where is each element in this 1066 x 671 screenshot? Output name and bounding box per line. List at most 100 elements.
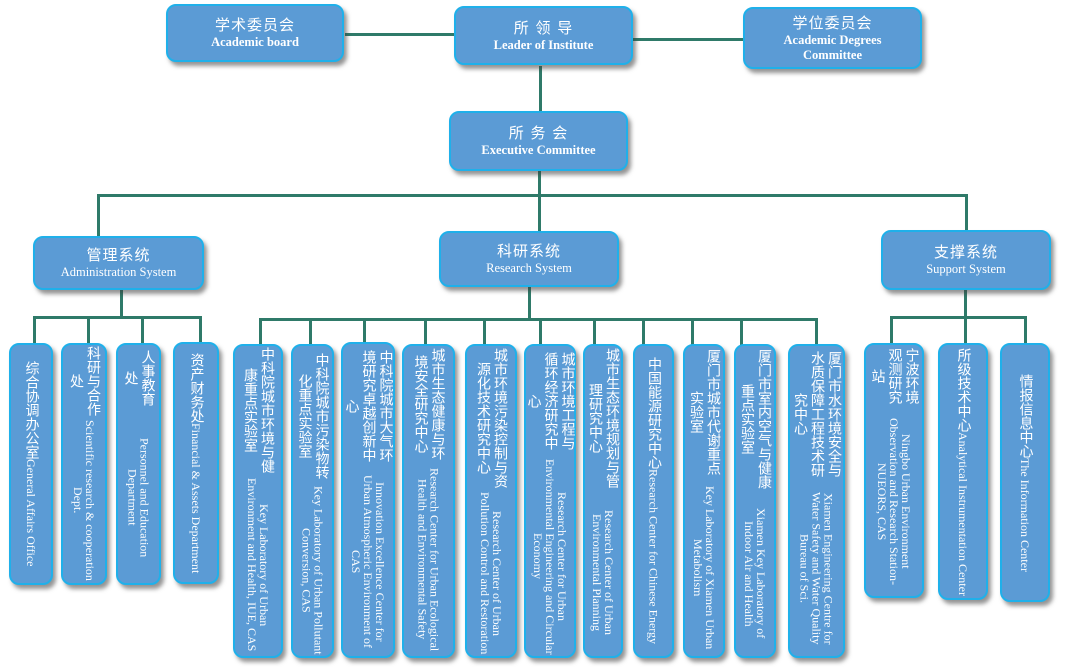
connector-admin-1 xyxy=(33,316,36,344)
admin-unit-box: 人事教育处 Personnel and Education Department xyxy=(116,343,161,585)
unit-en: Key Laboratory of Xiamen Urban Metabolis… xyxy=(691,485,717,650)
administration-system-box: 管理系统 Administration System xyxy=(33,236,204,290)
connector-support-3 xyxy=(1024,316,1027,344)
unit-en: Analytical Instrumentation Center xyxy=(956,431,970,596)
unit-en: Key Laboratory of Urban Pollutant Conver… xyxy=(299,486,326,656)
unit-en: Innovation Excellence Center for Urban A… xyxy=(349,475,387,649)
leader-box: 所 领 导 Leader of Institute xyxy=(454,6,633,65)
connector-research-5 xyxy=(483,318,486,346)
support-system-box: 支撑系统 Support System xyxy=(881,230,1051,290)
unit-en: Research Center for Chinese Energy xyxy=(646,469,661,645)
unit-zh: 城市生态健康与环境安全研究中心 xyxy=(412,348,446,461)
unit-zh: 科研与合作处 xyxy=(68,346,101,417)
research-system-zh: 科研系统 xyxy=(496,242,561,260)
unit-zh: 厦门市城市代谢重点实验室 xyxy=(688,349,721,476)
academic-board-en: Academic board xyxy=(211,35,299,49)
unit-zh: 人事教育处 xyxy=(122,350,156,407)
support-system-en: Support System xyxy=(926,262,1006,276)
research-unit-box: 城市生态环境规划与管理研究中心 Research Center of Urban … xyxy=(583,344,623,658)
leader-zh: 所 领 导 xyxy=(513,18,574,37)
research-unit-box: 厦门市室内空气与健康重点实验室 Xiamen Key Laboratory of … xyxy=(734,344,776,658)
admin-system-en: Administration System xyxy=(60,265,177,279)
connector-leader-executive xyxy=(539,66,542,112)
connector-research-8 xyxy=(642,318,645,346)
support-system-zh: 支撑系统 xyxy=(933,243,998,261)
unit-en: Research Center for Urban Ecological Hea… xyxy=(415,467,442,652)
academic-degrees-en: Academic Degrees Committee xyxy=(783,32,882,62)
research-unit-box: 厦门市城市代谢重点实验室 Key Laboratory of Xiamen Urb… xyxy=(683,344,725,658)
connector-research-9 xyxy=(691,318,694,346)
academic-board-zh: 学术委员会 xyxy=(214,16,295,34)
unit-en: General Affairs Office xyxy=(24,459,38,567)
research-unit-box: 城市环境工程与循环经济研究中心 Research Center for Urban… xyxy=(524,344,576,658)
unit-en: The Information Center xyxy=(1018,457,1032,572)
unit-zh: 所级技术中心 xyxy=(955,347,972,432)
unit-zh: 中科院城市环境与健康重点实验室 xyxy=(242,347,275,473)
academic-board-box: 学术委员会 Academic board xyxy=(166,4,344,62)
unit-en: Personnel and Education Department xyxy=(125,437,152,558)
connector-admin-bus xyxy=(33,316,202,319)
connector-to-support xyxy=(965,194,968,232)
unit-en: Key Laboratory of Urban Environment and … xyxy=(245,478,271,652)
connector-executive-down xyxy=(538,170,541,196)
connector-research-11 xyxy=(815,318,818,346)
unit-en: Research Center for Urban Environmental … xyxy=(531,458,569,655)
leader-en: Leader of Institute xyxy=(493,37,594,52)
executive-committee-box: 所 务 会 Executive Committee xyxy=(449,111,628,171)
connector-research-3 xyxy=(363,318,366,344)
admin-system-zh: 管理系统 xyxy=(86,246,151,264)
unit-en: Scientific research & cooperation Dept. xyxy=(71,419,97,581)
connector-admin-4 xyxy=(199,316,202,344)
unit-zh: 厦门市室内空气与健康重点实验室 xyxy=(739,348,772,489)
executive-en: Executive Committee xyxy=(481,143,596,157)
research-unit-box: 中科院城市大气环境研究卓越创新中心 Innovation Excellence C… xyxy=(341,342,395,658)
connector-academic-leader xyxy=(345,33,455,36)
connector-admin-3 xyxy=(141,316,144,344)
connector-research-1 xyxy=(259,318,262,346)
academic-degrees-box: 学位委员会 Academic Degrees Committee xyxy=(743,7,922,69)
unit-en: Research Center of Urban Environmental P… xyxy=(590,510,616,636)
unit-zh: 城市生态环境规划与管理研究中心 xyxy=(587,347,620,488)
unit-zh: 中国能源研究中心 xyxy=(646,357,662,470)
research-unit-box: 中科院城市环境与健康重点实验室 Key Laboratory of Urban E… xyxy=(233,344,283,658)
unit-en: Financial & Assets Department xyxy=(189,422,203,574)
research-system-en: Research System xyxy=(486,261,572,275)
unit-zh: 宁波环境观测研究站 xyxy=(869,348,920,405)
research-system-box: 科研系统 Research System xyxy=(439,231,619,287)
connector-to-admin xyxy=(97,194,100,238)
academic-degrees-zh: 学位委员会 xyxy=(792,13,873,32)
research-unit-box: 城市生态健康与环境安全研究中心 Research Center for Urban… xyxy=(402,344,455,658)
unit-zh: 情报信息中心 xyxy=(1017,373,1034,458)
connector-research-4 xyxy=(424,318,427,346)
support-unit-box: 宁波环境观测研究站 Ningbo Urban Environment Observ… xyxy=(864,343,924,598)
connector-research-7 xyxy=(593,318,596,344)
connector-admin-down xyxy=(120,288,123,318)
unit-zh: 综合协调办公室 xyxy=(23,361,40,460)
connector-research-6 xyxy=(539,318,542,346)
unit-zh: 城市环境污染控制与资源化技术研究中心 xyxy=(475,348,508,489)
connector-research-bus xyxy=(259,318,818,321)
connector-to-research xyxy=(538,194,541,232)
connector-admin-2 xyxy=(87,316,90,344)
connector-research-10 xyxy=(740,318,743,346)
unit-zh: 城市环境工程与循环经济研究中心 xyxy=(525,352,576,451)
unit-zh: 资产财务处 xyxy=(188,352,205,423)
research-unit-box: 中科院城市污染物转化重点实验室 Key Laboratory of Urban P… xyxy=(291,344,334,658)
connector-leader-degrees xyxy=(632,38,744,41)
unit-en: Ningbo Urban Environment Observation and… xyxy=(875,418,913,586)
unit-zh: 中科院城市污染物转化重点实验室 xyxy=(296,352,330,479)
unit-en: Xiamen Key Laboratory of Indoor Air and … xyxy=(742,508,768,639)
unit-zh: 厦门市水环境安全与水质保障工程技术研究中心 xyxy=(792,350,842,477)
unit-zh: 中科院城市大气环境研究卓越创新中心 xyxy=(343,349,394,462)
connector-research-2 xyxy=(309,318,312,346)
executive-zh: 所 务 会 xyxy=(508,124,569,142)
unit-en: Research Center of Urban Pollution Contr… xyxy=(478,491,504,655)
